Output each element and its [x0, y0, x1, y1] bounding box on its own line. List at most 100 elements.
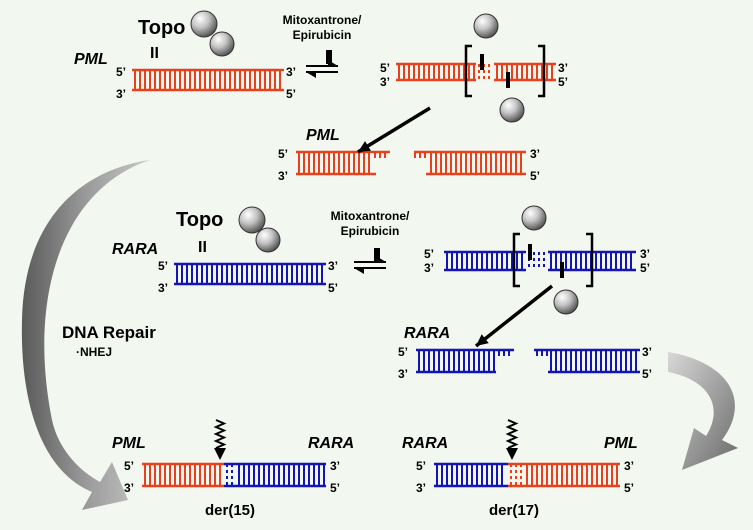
five-prime-label: 5’ — [640, 261, 650, 275]
overhang-rungs — [374, 152, 386, 158]
three-prime-label: 3’ — [330, 459, 340, 473]
drug-bar-icon — [374, 248, 380, 262]
dna-rungs — [238, 464, 325, 486]
five-prime-label: 5’ — [286, 87, 296, 101]
five-prime-label: 5’ — [278, 147, 288, 161]
five-prime-label: 5’ — [330, 481, 340, 495]
dna-rungs — [526, 464, 618, 486]
zigzag-arrowhead — [214, 448, 226, 460]
pml-label-der15: PML — [112, 435, 146, 452]
five-prime-label: 5’ — [398, 345, 408, 359]
dna-rungs — [134, 70, 281, 90]
equilibrium-back-head — [306, 72, 316, 78]
right-curved-arrow — [668, 352, 738, 470]
overhang-rungs — [498, 350, 510, 356]
drug-label-top-2: Epirubicin — [293, 28, 352, 42]
zigzag-arrow-icon — [505, 419, 519, 449]
three-prime-label: 3’ — [116, 87, 126, 101]
topo-label-top: Topo — [138, 17, 185, 39]
five-prime-label: 5’ — [124, 459, 134, 473]
zigzag-arrow-icon — [213, 419, 227, 449]
black-arrow-icon — [474, 284, 554, 348]
black-arrowhead-icon — [358, 141, 371, 152]
drug-bar-icon — [560, 262, 564, 278]
drug-label-top-1: Mitoxantrone/ — [283, 13, 362, 27]
rara-label-mid: RARA — [112, 241, 158, 258]
three-prime-label: 3’ — [416, 481, 426, 495]
dna-rungs — [550, 350, 637, 372]
drug-bar-icon — [480, 54, 484, 70]
topo-ii-label-mid: II — [198, 239, 207, 256]
nhej-label: ·NHEJ — [76, 345, 112, 359]
three-prime-label: 3’ — [424, 261, 434, 275]
three-prime-label: 3’ — [124, 481, 134, 495]
topo-ii-sphere-icon — [255, 227, 281, 253]
three-prime-label: 3’ — [278, 169, 288, 183]
topo-ii-sphere-icon — [238, 206, 266, 234]
dna-rungs — [430, 152, 522, 174]
der17-label: der(17) — [489, 502, 539, 519]
bracket-left — [464, 44, 472, 98]
topo-ii-sphere-icon — [209, 31, 235, 57]
equilibrium-back-head — [354, 268, 364, 274]
zigzag-arrowhead — [506, 448, 518, 460]
five-prime-label: 5’ — [116, 65, 126, 79]
pml-label-cleaved: PML — [306, 127, 340, 144]
overhang-rungs — [536, 350, 548, 356]
five-prime-label: 5’ — [558, 75, 568, 89]
drug-label-mid-1: Mitoxantrone/ — [331, 209, 410, 223]
dna-rungs — [398, 64, 475, 80]
three-prime-label: 3’ — [158, 281, 168, 295]
five-prime-label: 5’ — [424, 247, 434, 261]
three-prime-label: 3’ — [530, 147, 540, 161]
dna-rungs — [436, 464, 503, 486]
five-prime-label: 5’ — [530, 169, 540, 183]
topo-ii-label-top: II — [150, 45, 159, 62]
dna-rungs — [510, 464, 522, 486]
black-arrowhead-icon — [476, 334, 489, 346]
bracket-right — [586, 232, 594, 288]
topo-ii-sphere-icon — [473, 13, 499, 39]
dna-rungs — [446, 252, 523, 270]
dna-rungs — [418, 350, 495, 372]
dna-rungs — [176, 264, 323, 284]
topo-label-mid: Topo — [176, 209, 223, 231]
three-prime-label: 3’ — [558, 61, 568, 75]
bracket-right — [538, 44, 546, 98]
drug-label-mid-2: Epirubicin — [341, 224, 400, 238]
three-prime-label: 3’ — [640, 247, 650, 261]
dna-rungs — [298, 152, 370, 174]
topo-ii-sphere-icon — [499, 97, 525, 123]
der15-label: der(15) — [205, 502, 255, 519]
dna-rungs — [226, 464, 233, 486]
drug-bar-icon — [528, 244, 532, 260]
topo-ii-sphere-icon — [190, 10, 218, 38]
dna-repair-label: DNA Repair — [62, 323, 156, 342]
drug-bar-icon — [506, 72, 510, 88]
black-arrow-icon — [357, 106, 431, 154]
dna-rungs — [496, 64, 553, 80]
five-prime-label: 5’ — [158, 259, 168, 273]
three-prime-label: 3’ — [398, 367, 408, 381]
five-prime-label: 5’ — [380, 61, 390, 75]
rara-label-der15: RARA — [308, 435, 354, 452]
overhang-rungs — [414, 152, 426, 158]
rara-label-cleaved: RARA — [404, 325, 450, 342]
symbols — [190, 10, 594, 460]
dna-rungs — [550, 252, 632, 270]
bracket-left — [512, 232, 520, 288]
rara-label-der17: RARA — [402, 435, 448, 452]
five-prime-label: 5’ — [642, 367, 652, 381]
five-prime-label: 5’ — [416, 459, 426, 473]
five-prime-label: 5’ — [624, 481, 634, 495]
three-prime-label: 3’ — [286, 65, 296, 79]
repair-curved-arrow — [21, 160, 150, 510]
pml-label-top: PML — [74, 51, 108, 68]
three-prime-label: 3’ — [624, 459, 634, 473]
topo-ii-sphere-icon — [553, 289, 579, 315]
topo-ii-sphere-icon — [521, 205, 547, 231]
three-prime-label: 3’ — [380, 75, 390, 89]
